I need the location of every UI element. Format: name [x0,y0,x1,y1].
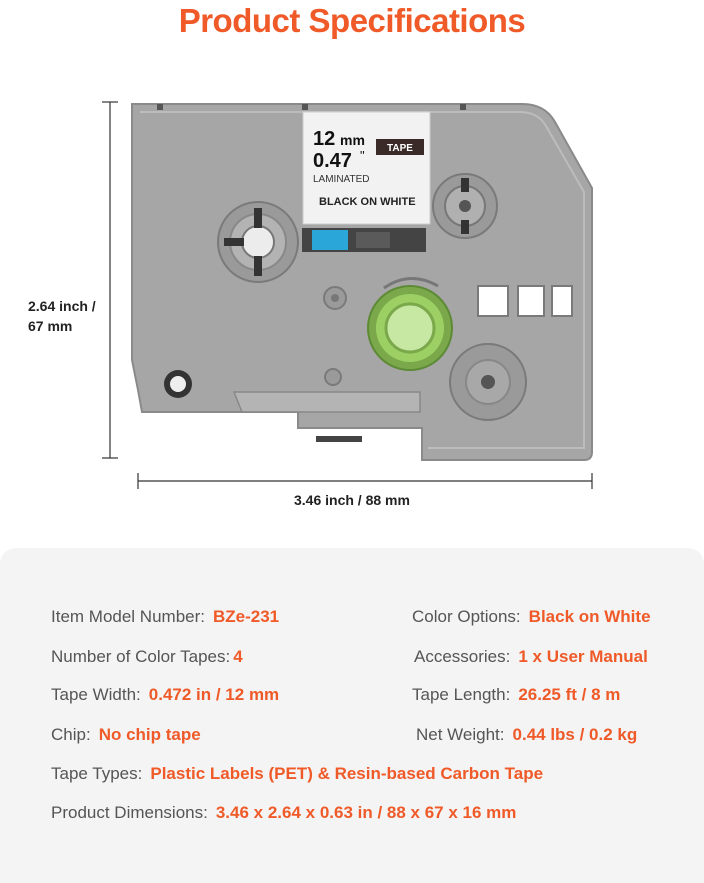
product-image-area: 12 mm 0.47 " TAPE LAMINATED BLACK ON WHI… [0,60,704,550]
spec-chip: Chip:No chip tape [51,725,201,744]
label-mm-unit: mm [340,132,365,148]
spec-color-options: Color Options:Black on White [412,607,651,626]
width-dimension-label: 3.46 inch / 88 mm [294,492,410,508]
page-title: Product Specifications [178,2,526,39]
spec-tape-length: Tape Length:26.25 ft / 8 m [412,685,621,704]
width-dimension-line [137,473,593,489]
label-color-text: BLACK ON WHITE [319,196,416,208]
spec-net-weight: Net Weight:0.44 lbs / 0.2 kg [416,725,638,744]
specifications-panel: Item Model Number:BZe-231 Color Options:… [0,548,704,883]
tape-cassette-illustration: 12 mm 0.47 " TAPE LAMINATED BLACK ON WHI… [102,101,593,489]
svg-text:TAPE: TAPE [387,143,413,154]
spec-accessories: Accessories:1 x User Manual [414,647,648,666]
spec-model: Item Model Number:BZe-231 [51,607,280,626]
height-dimension-line [102,101,118,459]
height-dimension-label: 2.64 inch / 67 mm [28,298,96,334]
cassette-label-sticker [302,111,431,225]
spec-tape-width: Tape Width:0.472 in / 12 mm [51,685,280,704]
spec-tape-types: Tape Types:Plastic Labels (PET) & Resin-… [51,764,544,783]
spec-product-dimensions: Product Dimensions:3.46 x 2.64 x 0.63 in… [51,803,517,822]
label-inch-mark: " [360,148,365,163]
spec-num-tapes: Number of Color Tapes:4 [51,647,243,666]
label-type: LAMINATED [313,174,370,185]
label-width-in: 0.47 [313,150,352,172]
tape-badge [376,139,424,155]
label-width-mm: 12 [313,128,335,150]
